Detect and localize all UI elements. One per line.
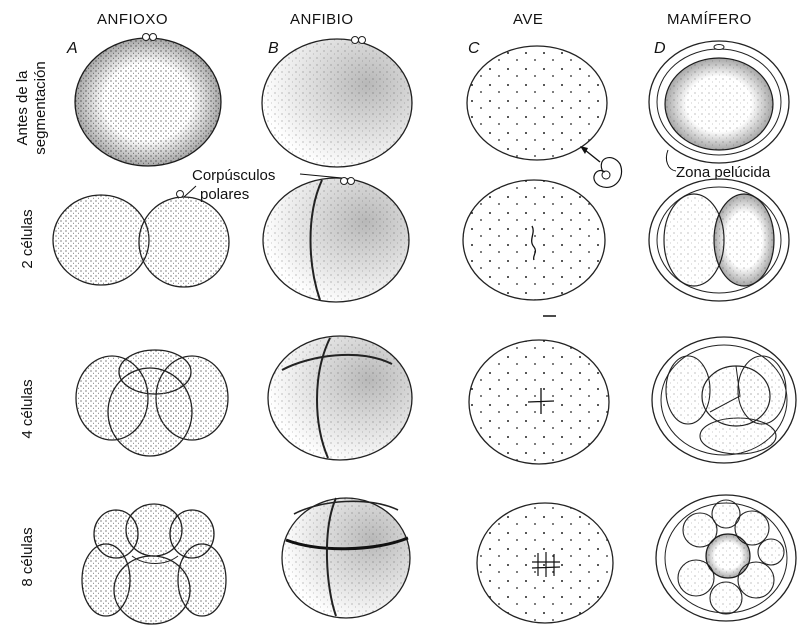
- polar-body-icon: [143, 34, 150, 41]
- polar-body-icon: [150, 34, 157, 41]
- amphioxus-8-cells: [82, 504, 226, 624]
- polar-body-icon: [352, 37, 359, 44]
- amphibian-8-cells: [282, 498, 410, 618]
- bird-8-cells: [477, 503, 613, 623]
- bird-4-cells: [469, 340, 609, 464]
- mammal-2-cells: [649, 179, 789, 301]
- mammal-8-cells: [656, 495, 796, 621]
- amphibian-egg: [262, 37, 412, 168]
- amphioxus-2-cells: [53, 186, 229, 287]
- polar-bodies-pointer: [300, 174, 342, 178]
- bird-2-cells: [463, 180, 605, 300]
- polar-body-icon: [348, 178, 355, 185]
- arrow-icon: [580, 146, 588, 154]
- polar-bodies-pointer: [184, 186, 196, 197]
- bird-egg: [467, 46, 622, 187]
- polar-body-icon: [359, 37, 366, 44]
- polar-body-icon: [341, 178, 348, 185]
- polar-body-icon: [177, 191, 184, 198]
- amphibian-4-cells: [268, 336, 412, 460]
- amphioxus-egg: [75, 34, 221, 167]
- mammal-4-cells: [652, 337, 796, 463]
- egg-inset-icon: [594, 158, 622, 188]
- mammal-egg: [649, 41, 789, 171]
- zona-pointer-line: [666, 150, 676, 171]
- amphibian-2-cells: [263, 174, 409, 302]
- amphioxus-4-cells: [76, 350, 228, 456]
